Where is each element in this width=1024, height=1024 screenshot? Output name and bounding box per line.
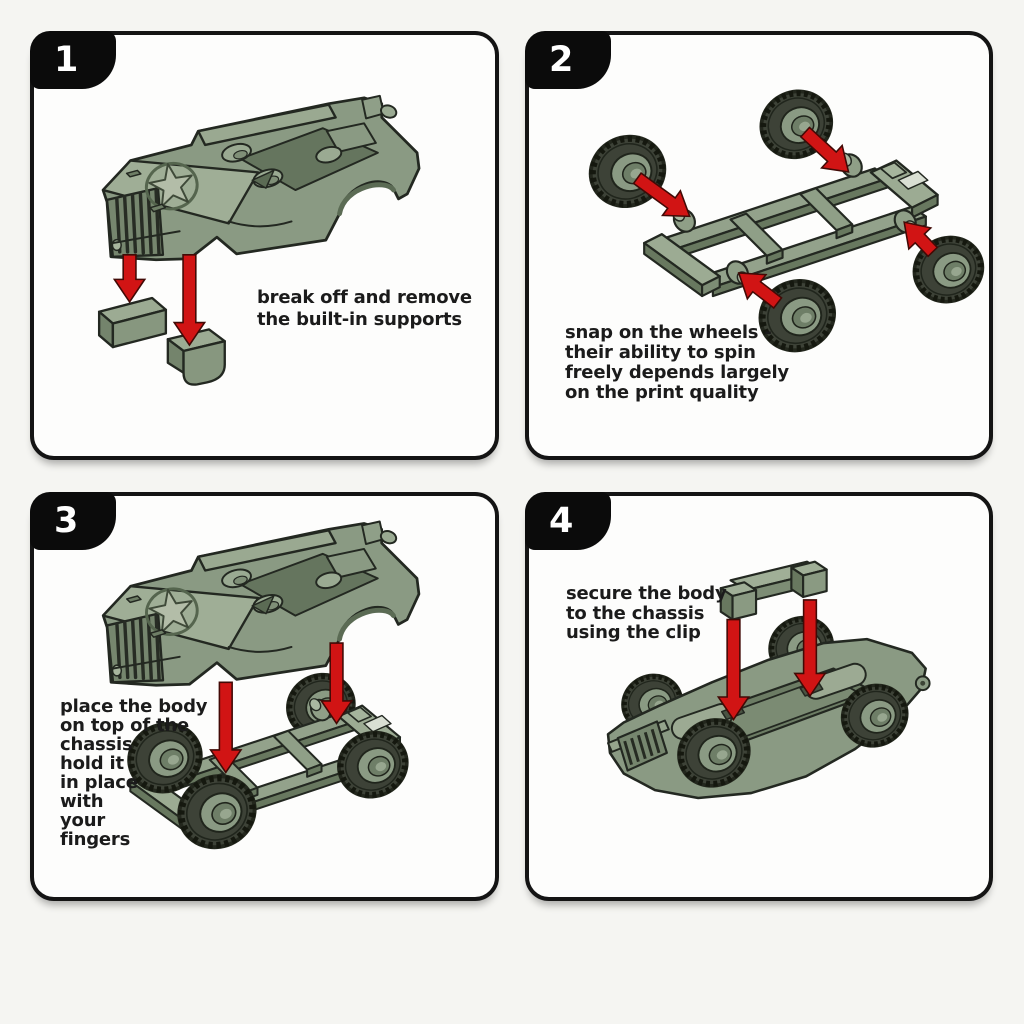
red-arrow-down [319, 642, 354, 725]
step-number: 4 [549, 500, 574, 541]
step-3-caption: place the body on top of the chassis hol… [60, 696, 208, 850]
red-arrow [632, 172, 691, 218]
red-arrow [799, 126, 850, 173]
step-number: 1 [54, 39, 79, 80]
step-3-illustration [34, 496, 495, 897]
step-4-badge: 4 [525, 492, 611, 550]
chassis-frame [643, 149, 939, 298]
support-block [97, 296, 168, 349]
jeep-body [103, 521, 419, 685]
step-number: 3 [54, 500, 79, 541]
red-arrow-down [209, 681, 243, 774]
step-2-illustration [529, 35, 989, 456]
support-block [166, 328, 226, 386]
clip [719, 560, 828, 621]
step-2-caption: snap on the wheels - their ability to sp… [565, 322, 789, 403]
step-4-caption: secure the body to the chassis using the… [566, 583, 727, 643]
step-2-panel: 2 snap on the wheels - their ability to … [525, 31, 993, 460]
step-4-illustration [606, 560, 931, 897]
step-1-caption: break off and remove the built-in suppor… [257, 287, 472, 330]
red-arrow-down [716, 618, 751, 721]
red-arrow-down [112, 254, 147, 304]
step-1-panel: 1 break off and remove the built-in supp… [30, 31, 499, 460]
step-number: 2 [549, 39, 574, 80]
step-3-panel: 3 place the body on top of the chassis h… [30, 492, 499, 901]
red-arrow-down [793, 599, 827, 698]
jeep-body [103, 96, 419, 260]
step-2-badge: 2 [525, 31, 611, 89]
step-3-badge: 3 [30, 492, 116, 550]
red-arrow [903, 221, 939, 258]
red-arrow [737, 272, 783, 310]
red-arrow-down [172, 254, 207, 347]
step-1-badge: 1 [30, 31, 116, 89]
step-1-illustration [97, 35, 495, 386]
step-4-panel: 4 secure the body to the chassis using t… [525, 492, 993, 901]
